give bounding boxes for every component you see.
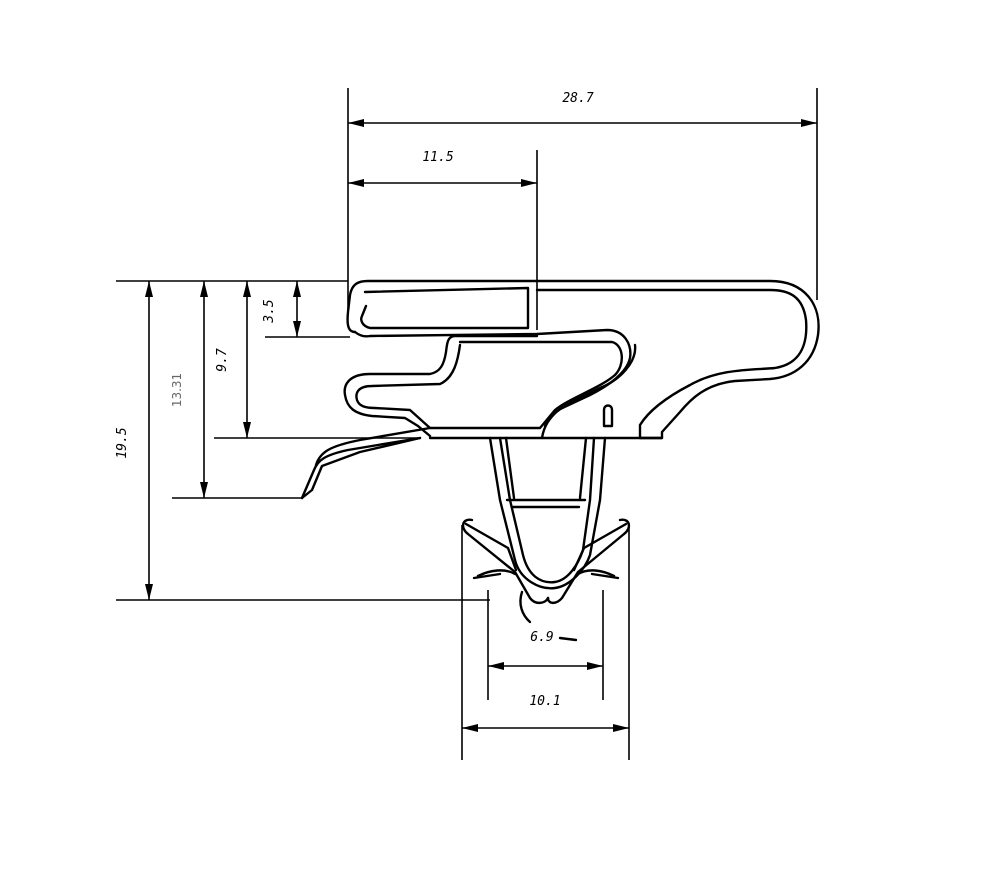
dim-mid-height-label: 9.7: [215, 348, 230, 372]
dim-bulb-label: 6.9: [530, 630, 553, 645]
dim-flange-width-label: 11.5: [422, 150, 453, 165]
dim-flange-width: 11.5: [348, 150, 538, 330]
dim-overall-width-label: 28.7: [562, 91, 593, 106]
dim-top-height-label: 3.5: [262, 299, 277, 324]
dim-bulb: 6.9: [487, 590, 604, 700]
dim-overall-width: 28.7: [347, 88, 818, 310]
gasket-profile: [300, 279, 820, 642]
dim-overall-height: 19.5: [115, 280, 490, 601]
dim-top-height: 3.5: [262, 281, 350, 338]
dim-base-width: 10.1: [461, 525, 630, 760]
dim-overall-height-label: 19.5: [115, 427, 130, 458]
dim-base-width-label: 10.1: [529, 694, 560, 709]
dim-mid-height: 9.7: [214, 281, 420, 439]
dim-lip-height: 13.31: [170, 281, 302, 499]
dim-lip-height-label: 13.31: [170, 373, 184, 407]
